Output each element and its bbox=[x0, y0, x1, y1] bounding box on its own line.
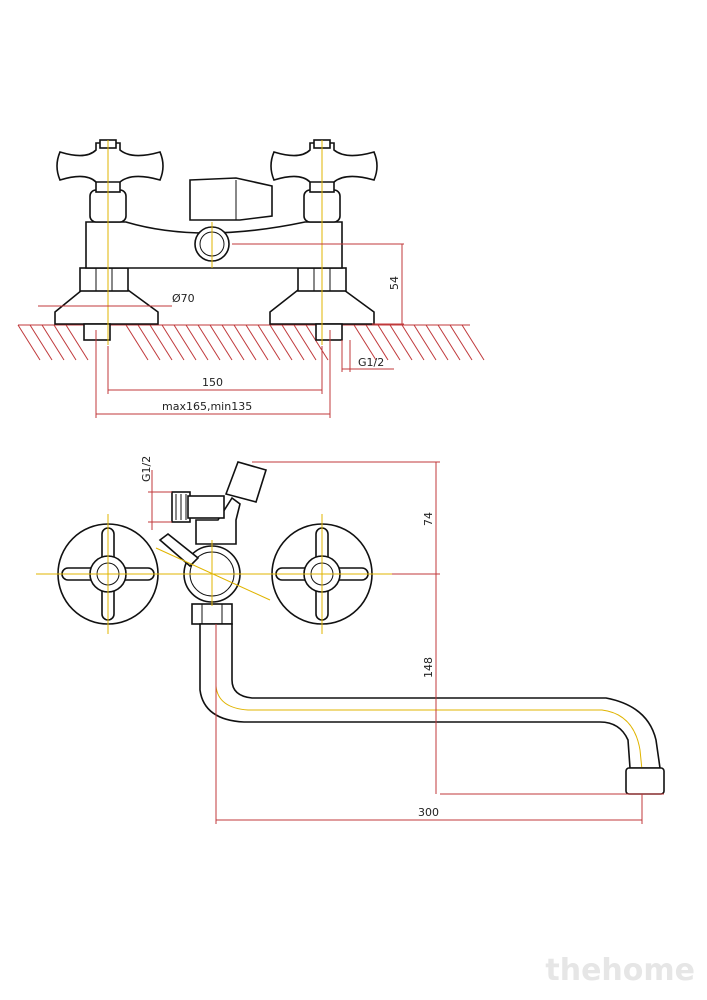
diverter-lever bbox=[189, 177, 273, 221]
hatch-line bbox=[401, 324, 425, 361]
shower-outlet bbox=[195, 496, 241, 545]
hatch-line bbox=[389, 324, 413, 361]
hatch-line bbox=[53, 324, 77, 361]
height-148-label: 148 bbox=[422, 657, 435, 678]
hatch-line bbox=[233, 324, 257, 361]
left-hex-nut bbox=[79, 267, 129, 292]
hatch-line bbox=[377, 324, 401, 361]
hatch-line bbox=[353, 324, 377, 361]
left-cross-handle bbox=[56, 142, 164, 183]
thread-top-label: G1/2 bbox=[358, 356, 384, 369]
hatch-line bbox=[17, 324, 41, 361]
hatch-line bbox=[41, 324, 65, 361]
hatch-line bbox=[293, 324, 317, 361]
left-inlet-pipe bbox=[83, 323, 111, 341]
height-74-label: 74 bbox=[422, 512, 435, 526]
top-view: G1/2 74 148 300 bbox=[36, 456, 665, 824]
hatch-line bbox=[137, 324, 161, 361]
diverter-lever-top bbox=[158, 532, 200, 568]
hatch-line bbox=[161, 324, 185, 361]
front-elevation: Ø70 54 G1/2 150 max165,min135 bbox=[17, 139, 485, 418]
spout bbox=[199, 623, 661, 769]
hatch-line bbox=[461, 324, 485, 361]
right-cross-handle bbox=[270, 142, 378, 183]
hatch-line bbox=[65, 324, 89, 361]
left-flange bbox=[54, 289, 159, 325]
hatch-line bbox=[185, 324, 209, 361]
hatch-line bbox=[269, 324, 293, 361]
hatch-line bbox=[29, 324, 53, 361]
spout-length-label: 300 bbox=[418, 806, 439, 819]
hatch-line bbox=[257, 324, 281, 361]
thread-side-label: G1/2 bbox=[140, 456, 153, 482]
hatch-line bbox=[425, 324, 449, 361]
hatch-line bbox=[305, 324, 329, 361]
hatch-line bbox=[149, 324, 173, 361]
spout-nut bbox=[191, 603, 233, 625]
hatch-line bbox=[449, 324, 473, 361]
right-inlet-pipe bbox=[315, 323, 343, 341]
range-label: max165,min135 bbox=[162, 400, 252, 413]
watermark-logo: thehome bbox=[545, 953, 695, 988]
wall-hatching bbox=[17, 324, 485, 361]
hatch-line bbox=[125, 324, 149, 361]
height-54-label: 54 bbox=[388, 276, 401, 290]
shower-outlet-handle bbox=[224, 461, 268, 503]
hatch-line bbox=[173, 324, 197, 361]
hatch-line bbox=[245, 324, 269, 361]
flange-diameter-label: Ø70 bbox=[172, 292, 195, 305]
hatch-line bbox=[413, 324, 437, 361]
hatch-line bbox=[365, 324, 389, 361]
hatch-line bbox=[209, 324, 233, 361]
hatch-line bbox=[437, 324, 461, 361]
hatch-line bbox=[221, 324, 245, 361]
center-distance-label: 150 bbox=[202, 376, 223, 389]
hatch-line bbox=[197, 324, 221, 361]
spout-aerator bbox=[625, 767, 665, 795]
hatch-line bbox=[281, 324, 305, 361]
